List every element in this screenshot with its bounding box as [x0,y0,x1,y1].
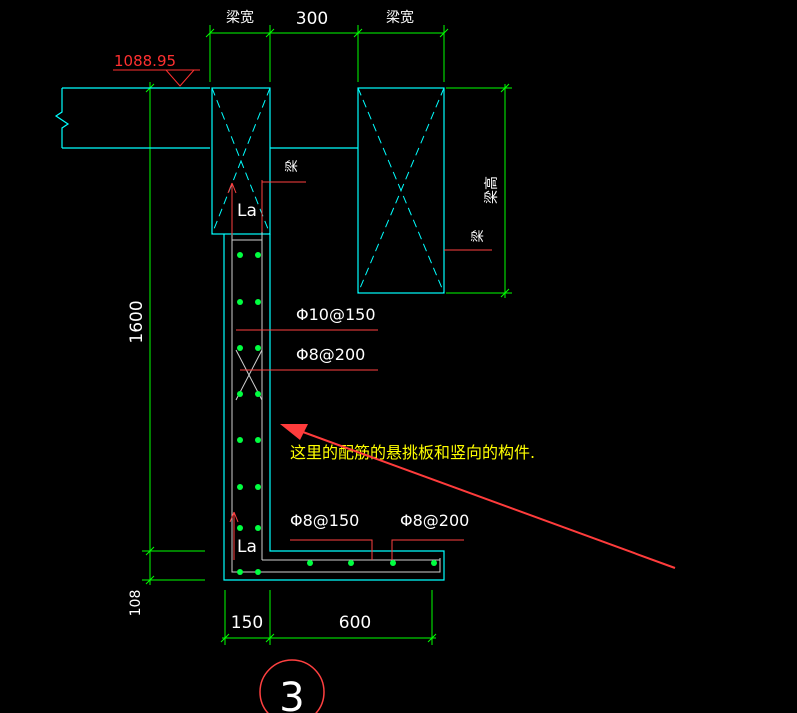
rebar-leaders [236,181,492,560]
beam-cross-lines [211,87,445,294]
annotation-text: 这里的配筋的悬挑板和竖向的构件. [290,443,535,462]
beam-height-label: 梁高 [483,176,500,204]
anchor-label-top: La [237,201,257,221]
annotation-arrow [280,424,676,569]
elevation-value: 1088.95 [114,52,176,70]
dim-height: 1600 [127,300,147,343]
dim-slab-thickness: 108 [128,590,144,617]
dim-beam-width-right: 梁宽 [386,9,414,26]
dim-wall-thickness: 150 [231,613,263,633]
elevation-marker [113,69,200,87]
rebar-slab-main: Φ8@150 [290,511,359,530]
dim-gap: 300 [296,9,328,29]
rebar-vertical-main: Φ10@150 [296,305,376,324]
rebar-slab-dist: Φ8@200 [400,511,469,530]
anchorage-marks [227,180,263,560]
beam-label-1: 梁 [285,159,300,172]
detail-number-circle [259,659,325,713]
beam-label-2: 梁 [471,229,486,242]
structure-outline [54,87,445,581]
rebar-dots [237,252,437,575]
rebar-vertical-dist: Φ8@200 [296,345,365,364]
anchor-label-bottom: La [237,537,257,557]
dim-cantilever-length: 600 [339,613,371,633]
detail-number: 3 [279,675,304,713]
dimension-lines [142,25,512,645]
dim-beam-width-left: 梁宽 [226,9,254,26]
